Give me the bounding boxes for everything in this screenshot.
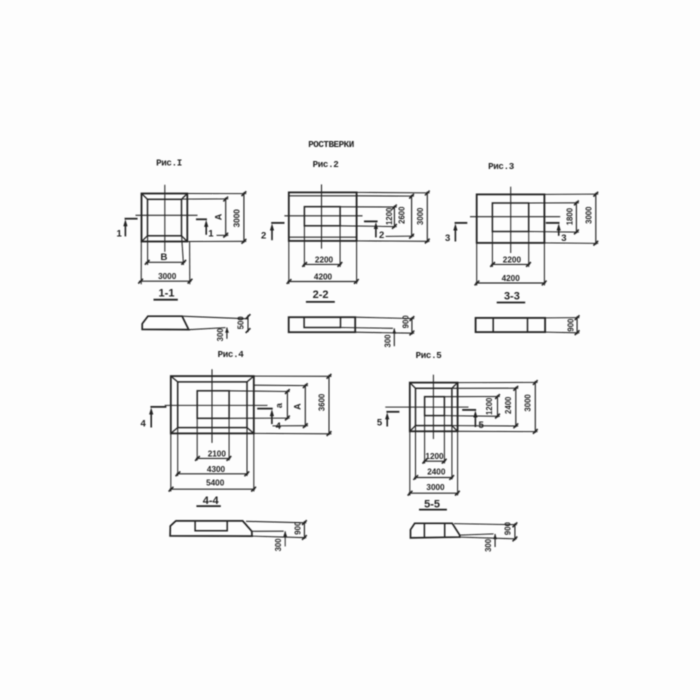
svg-text:2100: 2100: [208, 449, 227, 458]
svg-text:Рис.4: Рис.4: [218, 349, 245, 360]
svg-text:3: 3: [445, 233, 450, 244]
svg-text:2: 2: [261, 231, 266, 242]
svg-text:300: 300: [383, 334, 392, 348]
svg-text:Рис.3: Рис.3: [488, 161, 515, 172]
svg-text:B: B: [160, 252, 167, 263]
svg-text:A: A: [293, 403, 303, 410]
svg-text:2400: 2400: [427, 468, 446, 477]
svg-text:3000: 3000: [523, 394, 532, 412]
svg-text:2600: 2600: [397, 206, 406, 224]
svg-text:4200: 4200: [502, 274, 521, 283]
svg-text:5-5: 5-5: [424, 498, 440, 510]
svg-text:2: 2: [379, 230, 384, 241]
svg-text:900: 900: [503, 521, 512, 535]
svg-text:4: 4: [276, 421, 282, 432]
svg-text:3000: 3000: [232, 209, 241, 228]
svg-text:3000: 3000: [416, 207, 425, 225]
svg-text:Рис.5: Рис.5: [416, 350, 443, 361]
svg-text:3: 3: [561, 233, 566, 244]
svg-text:3600: 3600: [317, 393, 326, 411]
svg-text:5: 5: [377, 417, 383, 428]
svg-text:5400: 5400: [206, 479, 225, 488]
svg-text:900: 900: [401, 315, 410, 329]
svg-text:2-2: 2-2: [313, 289, 329, 301]
svg-text:1200: 1200: [425, 452, 444, 461]
svg-text:2200: 2200: [503, 256, 522, 265]
svg-text:900: 900: [566, 318, 575, 332]
svg-text:1200: 1200: [485, 397, 494, 415]
svg-text:2200: 2200: [315, 256, 334, 265]
svg-text:900: 900: [294, 521, 303, 535]
svg-text:2400: 2400: [504, 396, 513, 414]
svg-text:Рис.I: Рис.I: [156, 157, 182, 168]
svg-text:3000: 3000: [158, 272, 177, 281]
svg-text:A: A: [214, 213, 224, 220]
svg-text:a: a: [274, 402, 284, 408]
svg-text:500: 500: [237, 316, 246, 330]
svg-text:4200: 4200: [314, 272, 333, 281]
svg-text:4-4: 4-4: [203, 495, 220, 507]
svg-text:300: 300: [216, 328, 225, 342]
svg-text:1: 1: [208, 228, 214, 239]
svg-text:1-1: 1-1: [159, 287, 175, 299]
svg-text:4: 4: [141, 419, 147, 430]
svg-text:1: 1: [117, 228, 123, 239]
svg-text:РОСТВЕРКИ: РОСТВЕРКИ: [308, 139, 354, 150]
svg-text:300: 300: [274, 538, 283, 552]
svg-text:3-3: 3-3: [504, 291, 520, 303]
svg-text:3000: 3000: [584, 206, 593, 224]
svg-text:4300: 4300: [207, 465, 226, 474]
svg-text:1800: 1800: [565, 207, 574, 225]
svg-text:Рис.2: Рис.2: [313, 159, 339, 170]
svg-text:1200: 1200: [385, 207, 394, 225]
svg-text:5: 5: [478, 420, 484, 431]
svg-text:3000: 3000: [426, 483, 445, 492]
svg-text:300: 300: [484, 538, 493, 552]
